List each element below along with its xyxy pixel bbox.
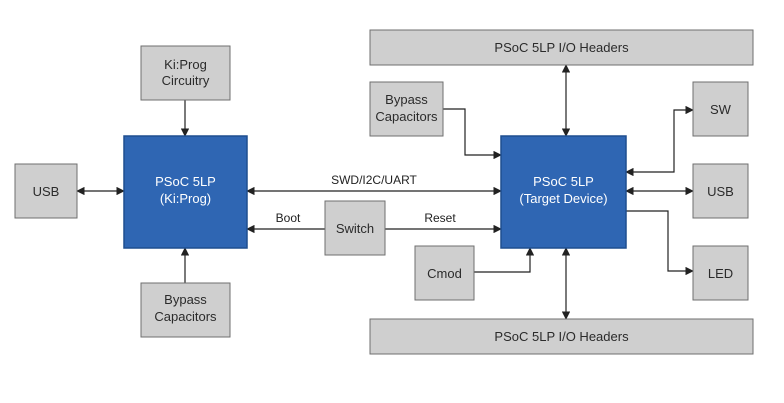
kiprog-circuitry-label-1: Ki:Prog bbox=[164, 57, 207, 72]
psoc-target-block: PSoC 5LP (Target Device) bbox=[500, 135, 627, 249]
reset-link-label: Reset bbox=[424, 211, 456, 225]
kiprog-circuitry-label-2: Circuitry bbox=[162, 73, 210, 88]
usb-right-block: USB bbox=[692, 163, 749, 219]
bypass-right-label-2: Capacitors bbox=[375, 109, 438, 124]
conn-target-sw bbox=[625, 105, 694, 177]
bypass-left-label-2: Capacitors bbox=[154, 309, 217, 324]
bypass-right-label-1: Bypass bbox=[385, 92, 428, 107]
cmod-label: Cmod bbox=[427, 266, 462, 281]
switch-label: Switch bbox=[336, 221, 374, 236]
usb-right-label: USB bbox=[707, 184, 734, 199]
usb-left-label: USB bbox=[33, 184, 60, 199]
psoc-kiprog-block: PSoC 5LP (Ki:Prog) bbox=[123, 135, 248, 249]
bypass-right-block: Bypass Capacitors bbox=[369, 81, 444, 137]
swd-link-label: SWD/I2C/UART bbox=[331, 173, 417, 187]
header-bottom-block: PSoC 5LP I/O Headers bbox=[369, 318, 754, 355]
psoc-target-label-2: (Target Device) bbox=[519, 191, 607, 206]
bypass-left-block: Bypass Capacitors bbox=[140, 282, 231, 338]
led-label: LED bbox=[708, 266, 733, 281]
psoc-target-label-1: PSoC 5LP bbox=[533, 174, 594, 189]
kiprog-circuitry-block: Ki:Prog Circuitry bbox=[140, 45, 231, 101]
switch-block: Switch bbox=[324, 200, 386, 256]
conn-cmod-target bbox=[474, 247, 535, 273]
conn-target-led bbox=[626, 210, 694, 276]
header-bottom-label: PSoC 5LP I/O Headers bbox=[494, 329, 629, 344]
header-top-label: PSoC 5LP I/O Headers bbox=[494, 40, 629, 55]
led-block: LED bbox=[692, 245, 749, 301]
sw-label: SW bbox=[710, 102, 732, 117]
psoc-kiprog-label-1: PSoC 5LP bbox=[155, 174, 216, 189]
usb-left-block: USB bbox=[14, 163, 78, 219]
psoc-kiprog-label-2: (Ki:Prog) bbox=[160, 191, 211, 206]
header-top-block: PSoC 5LP I/O Headers bbox=[369, 29, 754, 66]
bypass-left-label-1: Bypass bbox=[164, 292, 207, 307]
boot-link-label: Boot bbox=[276, 211, 301, 225]
sw-block: SW bbox=[692, 81, 749, 137]
conn-bypass-right-target bbox=[443, 108, 502, 160]
cmod-block: Cmod bbox=[414, 245, 475, 301]
connections bbox=[76, 64, 694, 320]
